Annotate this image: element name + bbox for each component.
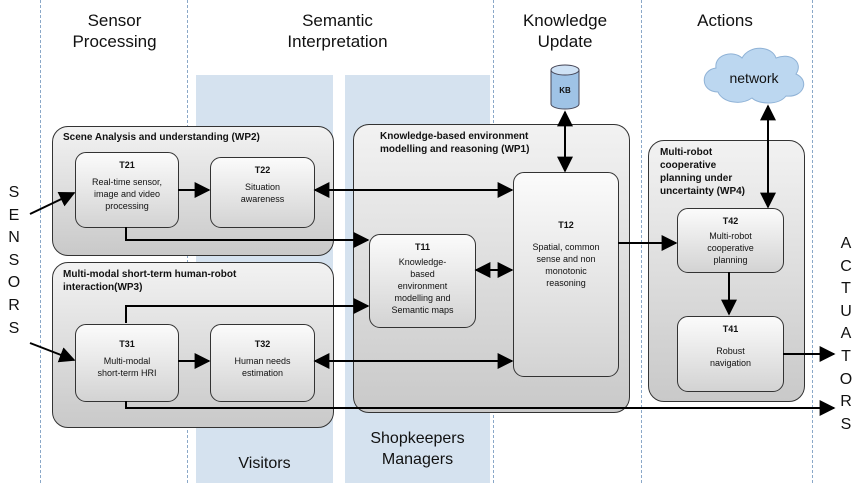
kb-label: KB [559, 86, 571, 95]
task-t12-text: Spatial, common sense and non monotonic … [532, 242, 600, 288]
task-t32[interactable]: T32 Human needs estimation [210, 324, 315, 402]
sensors-label: S E N S O R S [4, 182, 24, 340]
task-t41[interactable]: T41 Robust navigation [677, 316, 784, 392]
actuators-letter: T [841, 280, 851, 298]
shopkeepers-managers-label: Shopkeepers Managers [370, 430, 465, 468]
visitors-label: Visitors [238, 455, 291, 472]
stage-semantic-interpretation: Semantic Interpretation [287, 11, 388, 51]
task-t32-text: Human needs estimation [234, 356, 291, 378]
task-t11-id: T11 [414, 242, 430, 252]
actuators-letter: U [840, 302, 852, 320]
sensors-letter: N [8, 229, 20, 247]
actuators-letter: C [840, 257, 852, 275]
task-t12[interactable]: T12 Spatial, common sense and non monoto… [513, 172, 619, 377]
sensors-letter: S [8, 319, 20, 337]
actuators-letter: O [839, 370, 853, 388]
sensors-letter: S [8, 184, 20, 201]
divider-5 [812, 0, 813, 483]
task-t42-text: Multi-robot cooperative planning [707, 231, 754, 265]
stage-knowledge-update: Knowledge Update [522, 11, 608, 51]
wp1-title: Knowledge-based environment modelling an… [380, 131, 530, 155]
task-t31[interactable]: T31 Multi-modal short-term HRI [75, 324, 179, 402]
actuators-letter: T [841, 347, 851, 365]
task-t22-text: Situation awareness [240, 182, 285, 204]
divider-1 [40, 0, 41, 483]
actuators-letter: A [840, 325, 852, 343]
task-t32-id: T32 [254, 339, 271, 349]
actuators-letter: R [840, 393, 852, 411]
divider-4 [641, 0, 642, 483]
task-t42[interactable]: T42 Multi-robot cooperative planning [677, 208, 784, 273]
task-t22[interactable]: T22 Situation awareness [210, 157, 315, 228]
task-t11-text: Knowledge- based environment modelling a… [391, 257, 454, 315]
wp3-title: Multi-modal short-term human-robot inter… [63, 269, 237, 293]
network-label: network [729, 70, 779, 86]
task-t12-id: T12 [558, 220, 574, 230]
task-t42-id: T42 [722, 216, 739, 226]
sensors-letter: E [8, 206, 20, 224]
sensors-letter: S [8, 251, 20, 269]
sensors-letter: O [7, 274, 21, 292]
wp2-title: Scene Analysis and understanding (WP2) [63, 132, 260, 143]
task-t31-id: T31 [119, 339, 135, 349]
actuators-letter: S [840, 415, 852, 433]
task-t31-text: Multi-modal short-term HRI [97, 356, 157, 378]
task-t22-id: T22 [254, 165, 271, 175]
task-t41-text: Robust navigation [709, 346, 752, 368]
stage-sensor-processing: Sensor Processing [72, 11, 157, 51]
task-t21-id: T21 [119, 160, 135, 170]
task-t11[interactable]: T11 Knowledge- based environment modelli… [369, 234, 476, 328]
task-t21[interactable]: T21 Real-time sensor, image and video pr… [75, 152, 179, 228]
actuators-letter: A [840, 235, 852, 252]
actuators-label: A C T U A T O R S [836, 233, 856, 436]
task-t41-id: T41 [722, 324, 739, 334]
task-t21-text: Real-time sensor, image and video proces… [91, 177, 163, 211]
sensors-letter: R [8, 296, 20, 314]
wp4-title: Multi-robot cooperative planning under u… [660, 147, 746, 197]
stage-actions: Actions [697, 11, 753, 30]
